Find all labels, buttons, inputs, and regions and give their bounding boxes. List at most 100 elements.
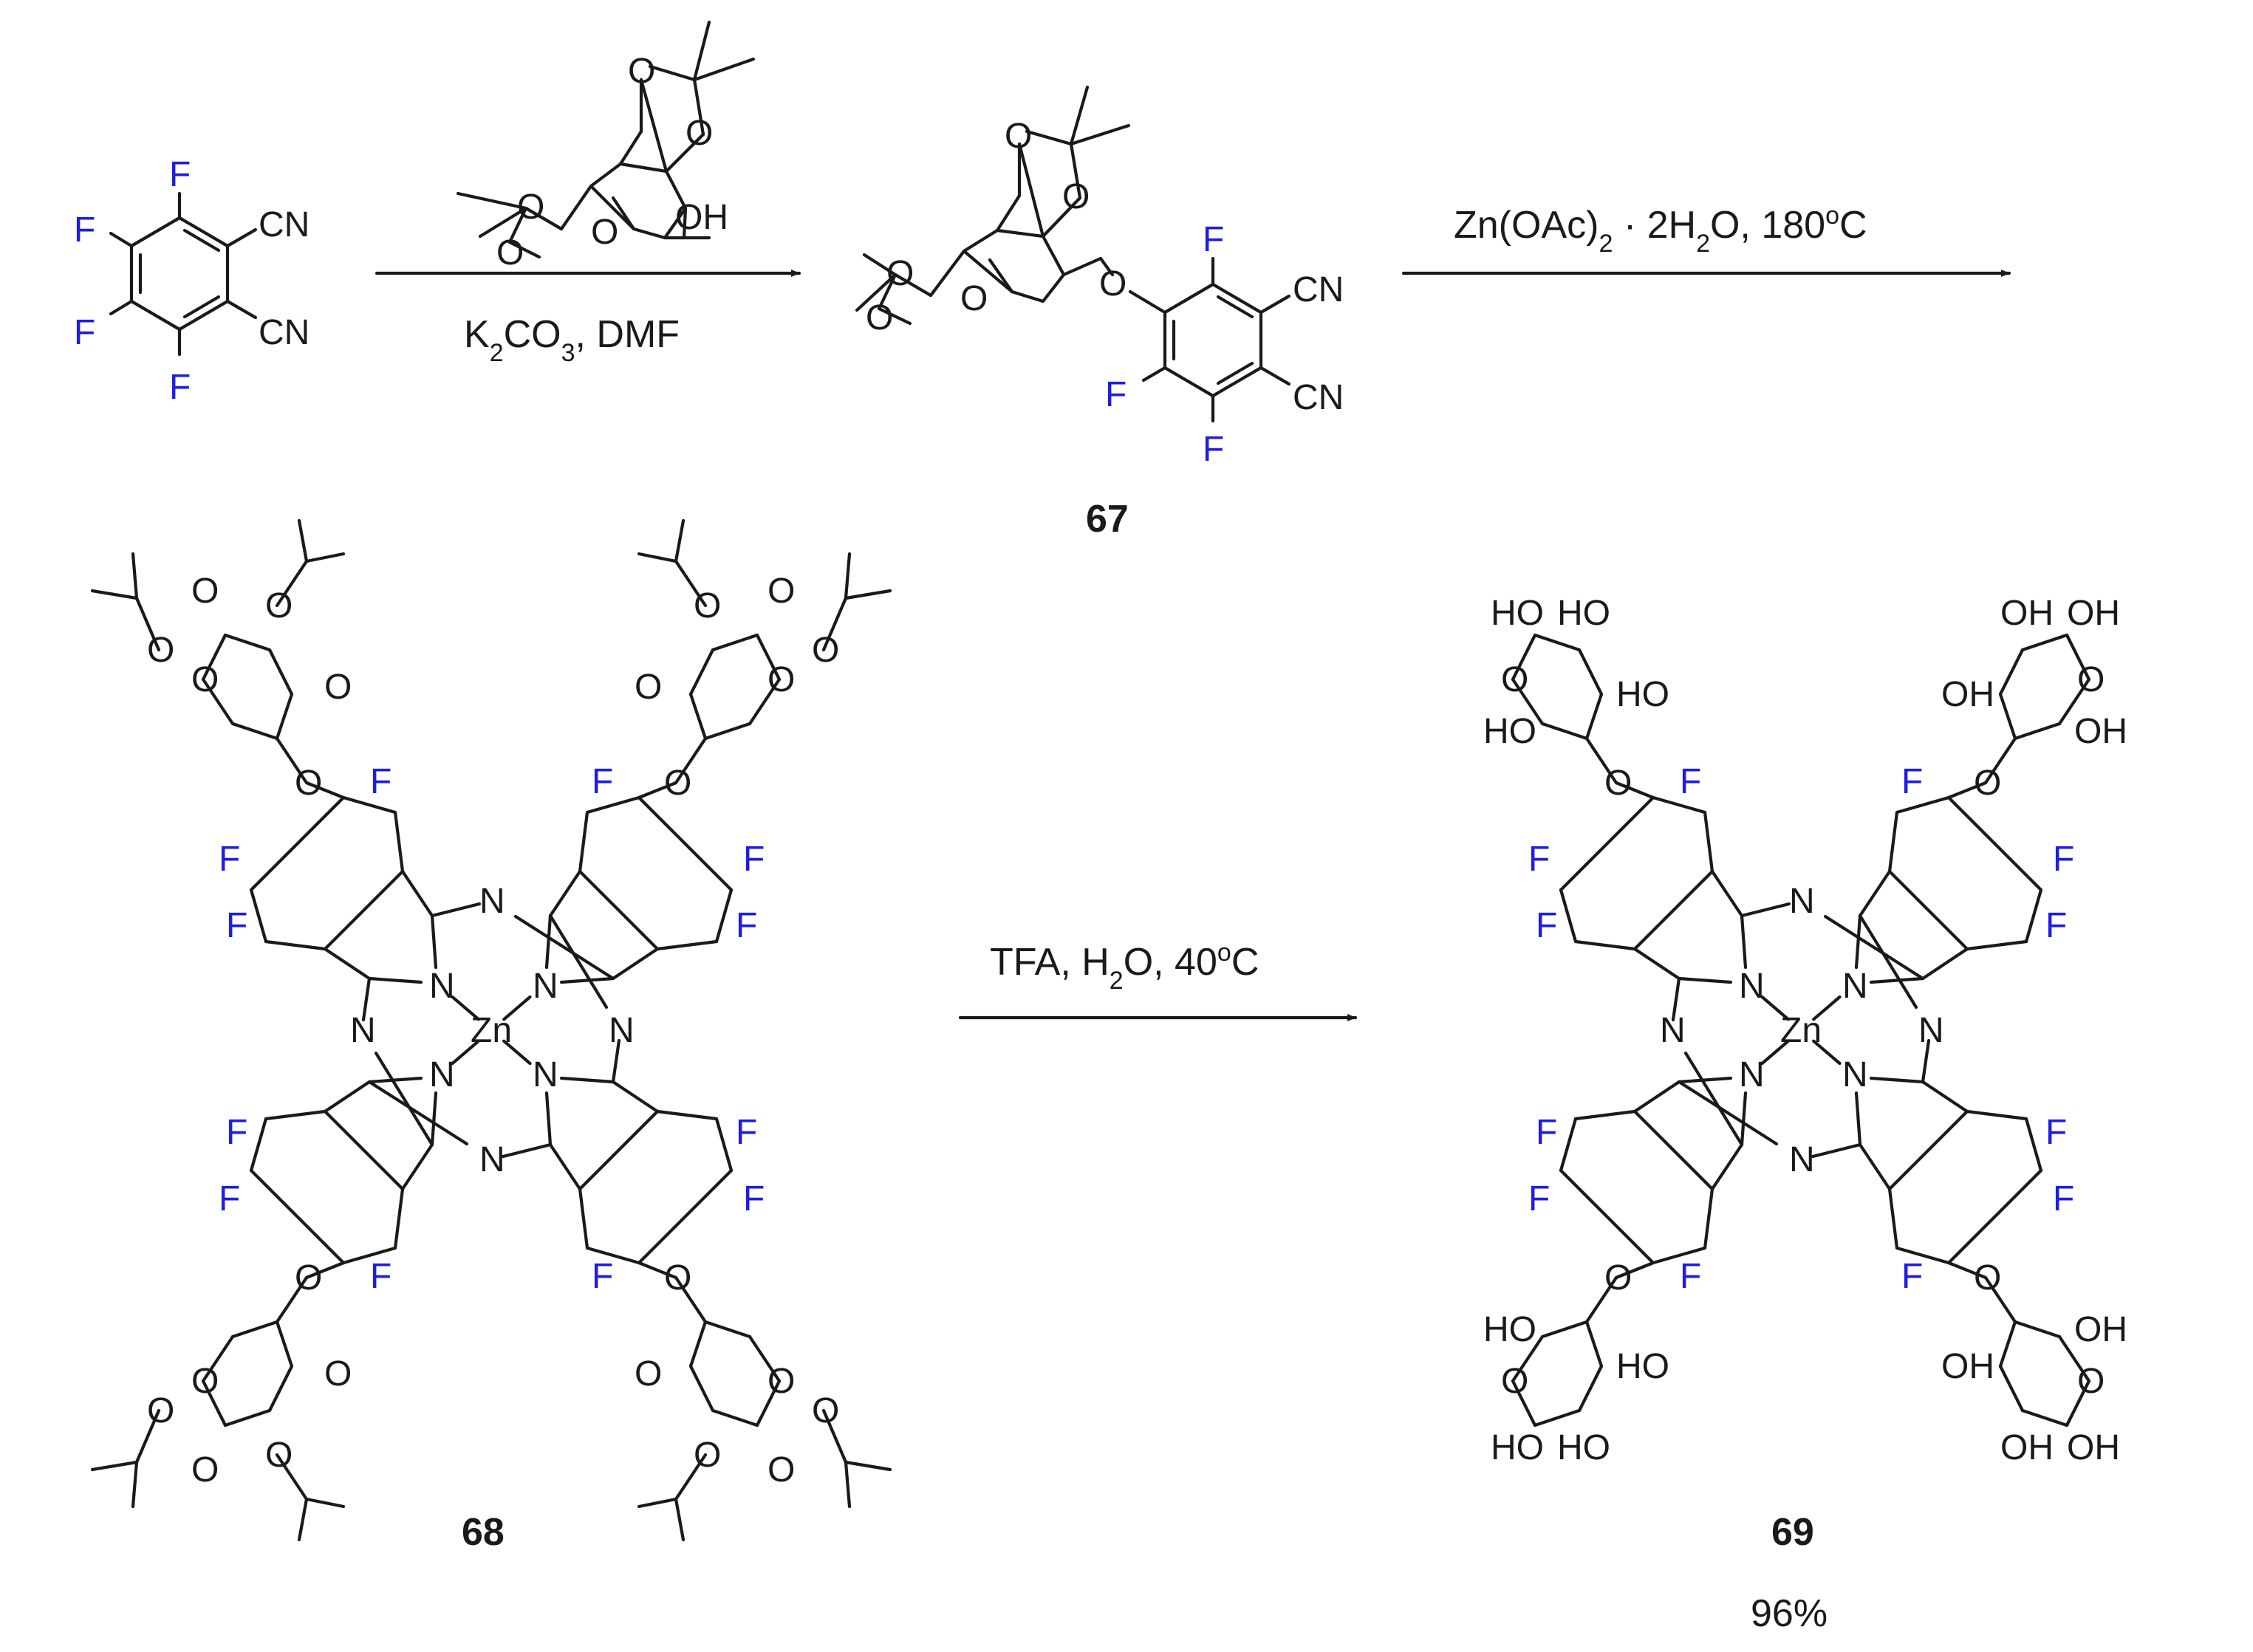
coordination-bond xyxy=(451,995,480,1021)
bond xyxy=(844,552,852,600)
coordination-bond xyxy=(1812,995,1842,1021)
hydroxyl-group: HO xyxy=(1557,1428,1610,1467)
fluorine-atom: F xyxy=(370,1257,392,1296)
fluorine-atom: F xyxy=(2045,906,2067,945)
bond xyxy=(585,1246,641,1265)
bond xyxy=(400,1142,434,1191)
hydroxyl-group: OH xyxy=(1941,1347,1994,1386)
acetal-oxygen: O xyxy=(324,1354,352,1394)
bond xyxy=(323,1080,372,1114)
bond xyxy=(1858,1142,1892,1191)
hydroxyl-group: HO xyxy=(1491,594,1544,633)
bond xyxy=(275,559,309,608)
fluorine-atom: F xyxy=(592,1257,613,1296)
bond xyxy=(1584,1320,1604,1368)
bond xyxy=(1577,1364,1604,1413)
bond xyxy=(1921,1080,1969,1114)
nitrile-group: CN xyxy=(1293,270,1344,309)
bond xyxy=(1887,869,1969,951)
bond xyxy=(637,1261,678,1280)
pyrrole-nitrogen: N xyxy=(1842,967,1868,1006)
bond xyxy=(688,648,715,696)
bond xyxy=(1651,795,1707,815)
bond xyxy=(430,902,482,918)
bond xyxy=(1946,1168,2043,1265)
bond xyxy=(548,869,582,918)
acetal-oxygen: O xyxy=(812,631,839,670)
bond xyxy=(297,518,309,563)
bond xyxy=(400,869,434,918)
bond xyxy=(1887,1109,1969,1191)
acetal-oxygen: O xyxy=(191,572,219,611)
fluorine-atom: F xyxy=(370,762,392,801)
coordination-bond xyxy=(502,995,532,1021)
bond xyxy=(1895,1246,1951,1265)
fluorine-atom: F xyxy=(74,210,95,250)
bond xyxy=(275,692,294,741)
bond xyxy=(249,888,268,944)
bond xyxy=(2024,1117,2043,1173)
bond xyxy=(1895,795,1951,815)
pyrrole-nitrogen: N xyxy=(1739,967,1765,1006)
hydroxyl-group: HO xyxy=(1616,1347,1669,1386)
bond xyxy=(2057,1334,2091,1383)
bond xyxy=(655,1109,719,1121)
bond xyxy=(1671,976,1681,1022)
bond xyxy=(559,976,615,984)
bond xyxy=(1633,1080,1681,1114)
acetal-oxygen: O xyxy=(635,668,662,707)
bond xyxy=(1983,736,2017,785)
bond xyxy=(1710,1142,1744,1191)
hydroxyl-group: HO xyxy=(1616,675,1669,714)
bond xyxy=(2065,1379,2091,1427)
bond xyxy=(637,1168,734,1265)
bond xyxy=(513,914,615,981)
bond xyxy=(323,947,372,981)
bond xyxy=(223,633,272,652)
reaction-yield: 96% xyxy=(1751,1592,1828,1635)
bond xyxy=(748,677,782,726)
acetal-oxygen: O xyxy=(812,1391,839,1430)
acetal-oxygen: O xyxy=(767,572,795,611)
bond xyxy=(674,1453,708,1501)
pyrrole-nitrogen: N xyxy=(533,1055,558,1094)
bond xyxy=(688,1320,708,1368)
bond xyxy=(304,781,346,800)
bond xyxy=(714,888,734,944)
bond xyxy=(1965,1109,2028,1121)
bond xyxy=(544,1091,553,1147)
fluorine-atom: F xyxy=(1528,1179,1550,1219)
bond xyxy=(201,1379,228,1427)
bond xyxy=(275,1275,309,1324)
bond xyxy=(1823,914,1925,981)
bond xyxy=(1559,1117,1578,1173)
acetal-oxygen: O xyxy=(265,586,293,626)
fluorine-atom: F xyxy=(1536,906,1557,945)
oxygen-atom: O xyxy=(496,233,524,273)
bond xyxy=(1584,692,1604,741)
bond xyxy=(393,810,405,874)
bond xyxy=(267,1364,294,1413)
bond xyxy=(1511,1334,1545,1383)
bond xyxy=(131,1460,139,1509)
fluorine-atom: F xyxy=(743,1179,765,1219)
hydroxyl-group: HO xyxy=(1557,594,1610,633)
bond xyxy=(2013,722,2062,741)
bond xyxy=(1965,939,2028,951)
oxygen-atom: O xyxy=(1062,177,1090,216)
acetal-oxygen: O xyxy=(767,1450,795,1490)
compound-67: O O O O O O F F F CN CN 67 xyxy=(855,85,1344,541)
bond xyxy=(714,1117,734,1173)
acetal-oxygen: O xyxy=(191,1450,219,1490)
hydroxyl-group: OH xyxy=(2067,594,2120,633)
bond xyxy=(1540,722,1589,741)
reaction-2-conditions: Zn(OAc)2 · 2H2O, 180oC xyxy=(1454,202,1867,258)
fluorine-atom: F xyxy=(219,840,240,879)
fluorine-atom: F xyxy=(592,762,613,801)
bond xyxy=(637,552,678,563)
hydroxyl-group: OH xyxy=(2067,1428,2120,1467)
bond xyxy=(1540,1320,1589,1339)
reaction-3-conditions: TFA, H2O, 40oC xyxy=(990,939,1259,995)
bond xyxy=(1946,781,1988,800)
bond xyxy=(821,596,848,652)
